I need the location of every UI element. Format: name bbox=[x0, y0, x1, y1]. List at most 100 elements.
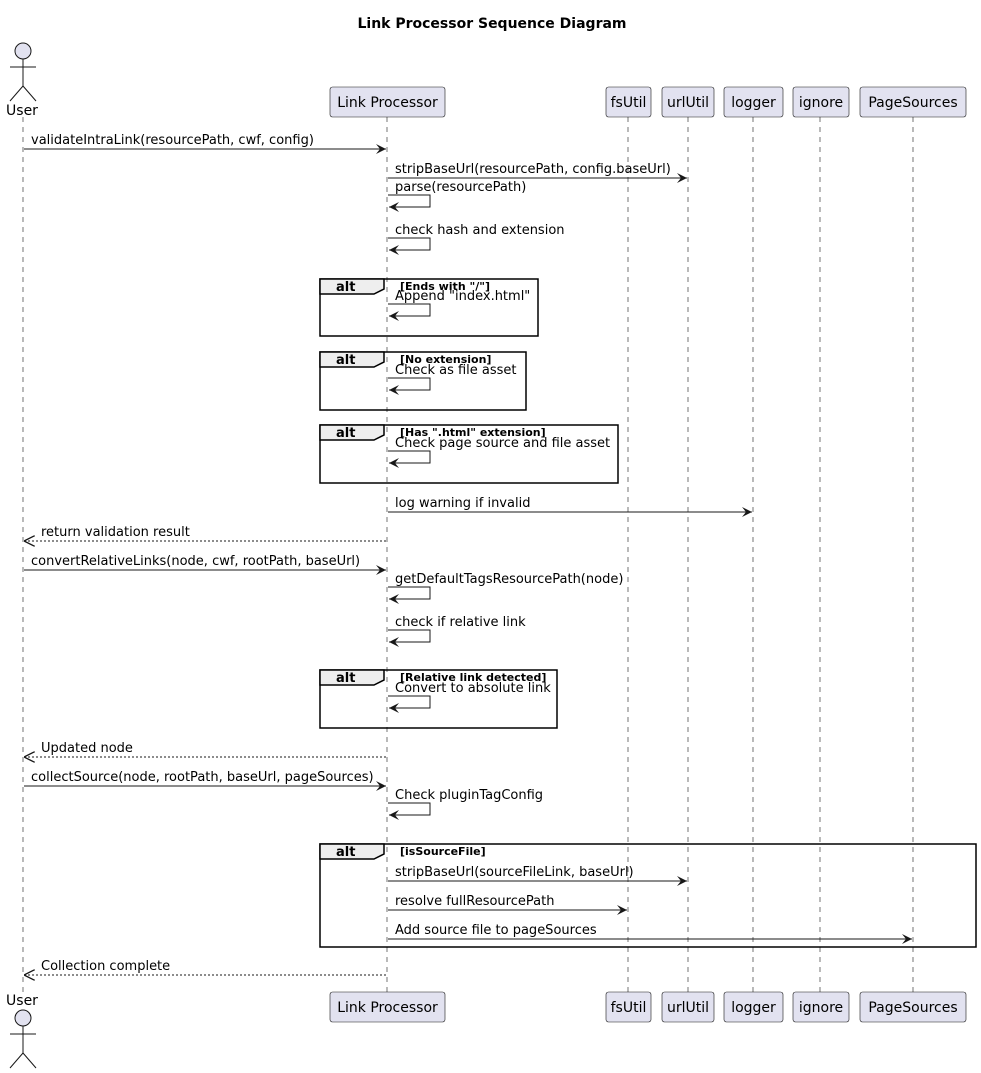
fragment-operator: alt bbox=[336, 280, 355, 295]
self-message-arrow bbox=[388, 802, 431, 820]
self-message-arrow bbox=[388, 629, 431, 647]
fragment-condition: [Has ".html" extension] bbox=[400, 426, 546, 439]
message-label: return validation result bbox=[41, 525, 190, 540]
participant-box bbox=[859, 86, 967, 118]
participant-ps-top: PageSources bbox=[859, 86, 967, 118]
message: Convert to absolute link bbox=[388, 681, 551, 713]
message: check hash and extension bbox=[388, 223, 565, 255]
message: Check as file asset bbox=[388, 363, 517, 395]
fragment-condition: [Ends with "/"] bbox=[400, 280, 490, 293]
fragment-condition: [No extension] bbox=[400, 353, 491, 366]
message-label: Updated node bbox=[41, 741, 133, 756]
alt-fragment: alt[isSourceFile] bbox=[319, 843, 977, 948]
participant-box bbox=[723, 991, 784, 1023]
message: Check pluginTagConfig bbox=[388, 788, 543, 820]
message: Updated node bbox=[24, 741, 386, 757]
message-label: stripBaseUrl(resourcePath, config.baseUr… bbox=[395, 162, 671, 177]
self-message-arrow bbox=[388, 377, 431, 395]
fragment-operator: alt bbox=[336, 426, 355, 441]
message-label: Append "index.html" bbox=[395, 289, 530, 304]
participant-label: fsUtil bbox=[611, 1000, 647, 1016]
participant-label: User bbox=[6, 993, 38, 1009]
message-label: check if relative link bbox=[395, 615, 526, 630]
message: resolve fullResourcePath bbox=[388, 894, 627, 915]
message: stripBaseUrl(sourceFileLink, baseUrl) bbox=[388, 865, 687, 886]
fragment-header bbox=[319, 669, 385, 686]
message: Collection complete bbox=[24, 959, 386, 975]
fragment-header bbox=[319, 843, 385, 860]
participant-box bbox=[859, 991, 967, 1023]
actor-leg-right bbox=[22, 1052, 37, 1069]
message: getDefaultTagsResourcePath(node) bbox=[388, 572, 623, 604]
self-message-arrow bbox=[388, 303, 431, 321]
message-label: validateIntraLink(resourcePath, cwf, con… bbox=[31, 133, 314, 148]
fragment-operator: alt bbox=[336, 353, 355, 368]
actor-head-icon bbox=[14, 42, 32, 60]
fragment-condition: [Relative link detected] bbox=[400, 671, 546, 684]
fragment-frame bbox=[319, 278, 539, 337]
participant-ps-bottom: PageSources bbox=[859, 991, 967, 1023]
message: convertRelativeLinks(node, cwf, rootPath… bbox=[24, 554, 386, 575]
fragments: alt [Ends with "/"] alt [No extension] alt [H… bbox=[319, 278, 977, 948]
participant-fs-bottom: fsUtil bbox=[605, 991, 652, 1023]
participant-box bbox=[792, 991, 850, 1023]
messages: validateIntraLink(resourcePath, cwf, con… bbox=[24, 133, 912, 975]
actor-top: User bbox=[6, 42, 38, 119]
actor-leg-left bbox=[9, 85, 24, 102]
participant-url-bottom: urlUtil bbox=[661, 991, 715, 1023]
fragment-header bbox=[319, 424, 385, 441]
message-label: getDefaultTagsResourcePath(node) bbox=[395, 572, 623, 587]
message: log warning if invalid bbox=[388, 496, 752, 517]
fragment-frame bbox=[319, 424, 619, 484]
participant-box bbox=[605, 991, 652, 1023]
participant-log-bottom: logger bbox=[723, 991, 784, 1023]
participant-label: ignore bbox=[799, 1000, 843, 1016]
participant-box bbox=[661, 86, 715, 118]
message: check if relative link bbox=[388, 615, 526, 647]
message-label: convertRelativeLinks(node, cwf, rootPath… bbox=[31, 554, 360, 569]
fragment-frame bbox=[319, 351, 527, 411]
fragment-frame bbox=[319, 843, 977, 948]
participant-label: Link Processor bbox=[337, 95, 438, 111]
message: validateIntraLink(resourcePath, cwf, con… bbox=[24, 133, 386, 154]
participant-label: urlUtil bbox=[667, 95, 709, 111]
participant-fs-top: fsUtil bbox=[605, 86, 652, 118]
participant-lp-top: Link Processor bbox=[329, 86, 446, 118]
message: Check page source and file asset bbox=[388, 436, 610, 468]
message: collectSource(node, rootPath, baseUrl, p… bbox=[24, 770, 386, 791]
message: stripBaseUrl(resourcePath, config.baseUr… bbox=[388, 162, 687, 183]
message: Add source file to pageSources bbox=[388, 923, 912, 944]
alt-fragment: alt [No extension] bbox=[319, 351, 527, 411]
fragment-header bbox=[319, 278, 385, 295]
message: Append "index.html" bbox=[388, 289, 530, 321]
fragment-operator: alt bbox=[336, 671, 355, 686]
participant-lp-bottom: Link Processor bbox=[329, 991, 446, 1023]
self-message-arrow bbox=[388, 237, 431, 255]
actor-leg-right bbox=[22, 85, 37, 102]
participant-label: fsUtil bbox=[611, 95, 647, 111]
actor-leg-left bbox=[9, 1052, 24, 1069]
participant-label: User bbox=[6, 103, 38, 119]
participant-box bbox=[661, 991, 715, 1023]
message: parse(resourcePath) bbox=[388, 180, 526, 212]
message-label: collectSource(node, rootPath, baseUrl, p… bbox=[31, 770, 374, 785]
participant-label: PageSources bbox=[868, 1000, 957, 1016]
participant-label: ignore bbox=[799, 95, 843, 111]
participant-box bbox=[605, 86, 652, 118]
fragment-header bbox=[319, 351, 385, 368]
message-label: Add source file to pageSources bbox=[395, 923, 597, 938]
self-message-arrow bbox=[388, 450, 431, 468]
participant-label: urlUtil bbox=[667, 1000, 709, 1016]
participant-label: logger bbox=[731, 1000, 776, 1016]
self-message-arrow bbox=[388, 586, 431, 604]
message-label: Convert to absolute link bbox=[395, 681, 551, 696]
message: return validation result bbox=[24, 525, 386, 541]
participant-box bbox=[792, 86, 850, 118]
self-message-arrow bbox=[388, 695, 431, 713]
message-label: Collection complete bbox=[41, 959, 170, 974]
self-message-arrow bbox=[388, 194, 431, 212]
message-label: parse(resourcePath) bbox=[395, 180, 526, 195]
participant-ign-top: ignore bbox=[792, 86, 850, 118]
